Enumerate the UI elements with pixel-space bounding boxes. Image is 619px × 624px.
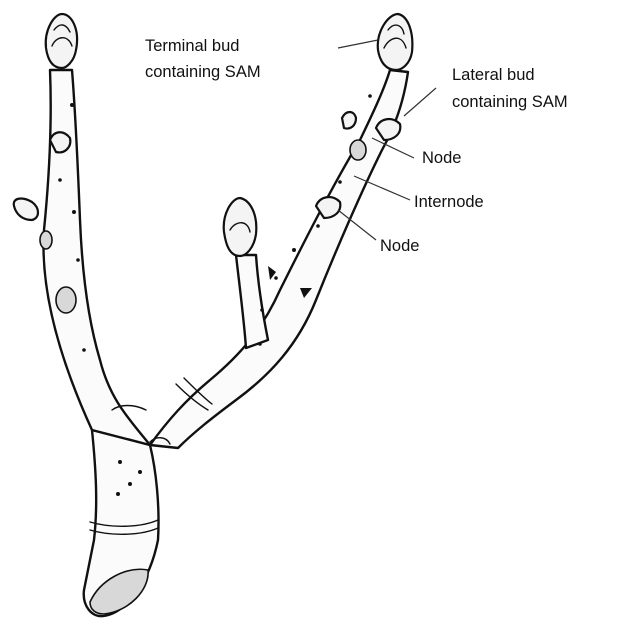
right-terminal-bud-icon [378,14,413,70]
leaf-scar [40,231,52,249]
left-branch [43,70,150,445]
lateral-bud-label-line2: containing SAM [452,90,568,114]
right-branch [150,70,408,448]
middle-branch [236,255,268,348]
terminal-bud-label-line2: containing SAM [145,60,261,84]
lateral-bud-leader [404,88,436,116]
lateral-bud-icon [14,199,38,220]
left-terminal-bud-icon [46,14,77,68]
leaf-scar [350,140,366,160]
lateral-bud-icon [342,112,356,129]
lateral-bud-label-line1: Lateral bud [452,63,535,87]
terminal-bud-leader [338,40,378,48]
middle-terminal-bud-icon [224,198,257,256]
leaf-scar [56,287,76,313]
node-upper-label: Node [422,146,461,170]
internode-label: Internode [414,190,484,214]
terminal-bud-label-line1: Terminal bud [145,34,239,58]
node-lower-label: Node [380,234,419,258]
